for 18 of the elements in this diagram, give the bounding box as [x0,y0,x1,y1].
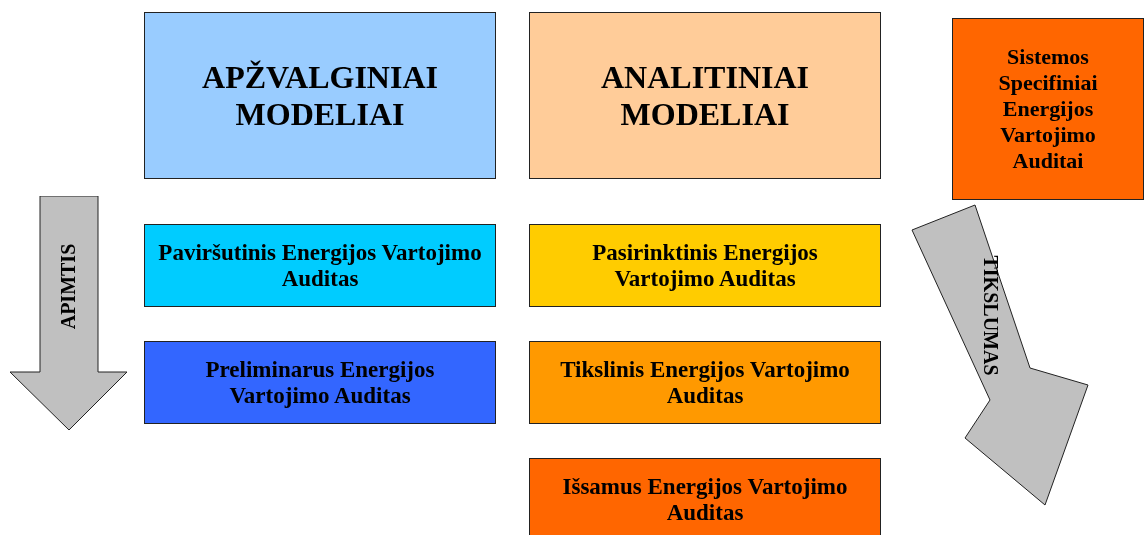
audit-box [529,341,881,424]
box-label: APŽVALGINIAI MODELIAI [201,58,439,133]
box-label: Išsamus Energijos Vartojimo Auditas [561,473,849,526]
arrow-label: TIKSLUMAS [978,255,1002,375]
audit-box [529,458,881,535]
box-label: Pasirinktinis Energijos Vartojimo Auditas [591,239,819,292]
audit-box [529,224,881,307]
arrow-label: APIMTIS [57,243,81,329]
box-label: Sistemos Specifiniai Energijos Vartojimo Auditai [997,44,1099,174]
box-label: Paviršutinis Energijos Vartojimo Auditas [157,239,483,292]
audit-box [144,341,496,424]
box-label: Tikslinis Energijos Vartojimo Auditas [559,356,851,409]
category-box [529,12,881,179]
box-label: Preliminarus Energijos Vartojimo Auditas [204,356,436,409]
audit-box [144,224,496,307]
category-box [144,12,496,179]
box-label: ANALITINIAI MODELIAI [599,58,810,133]
category-box [952,18,1144,200]
